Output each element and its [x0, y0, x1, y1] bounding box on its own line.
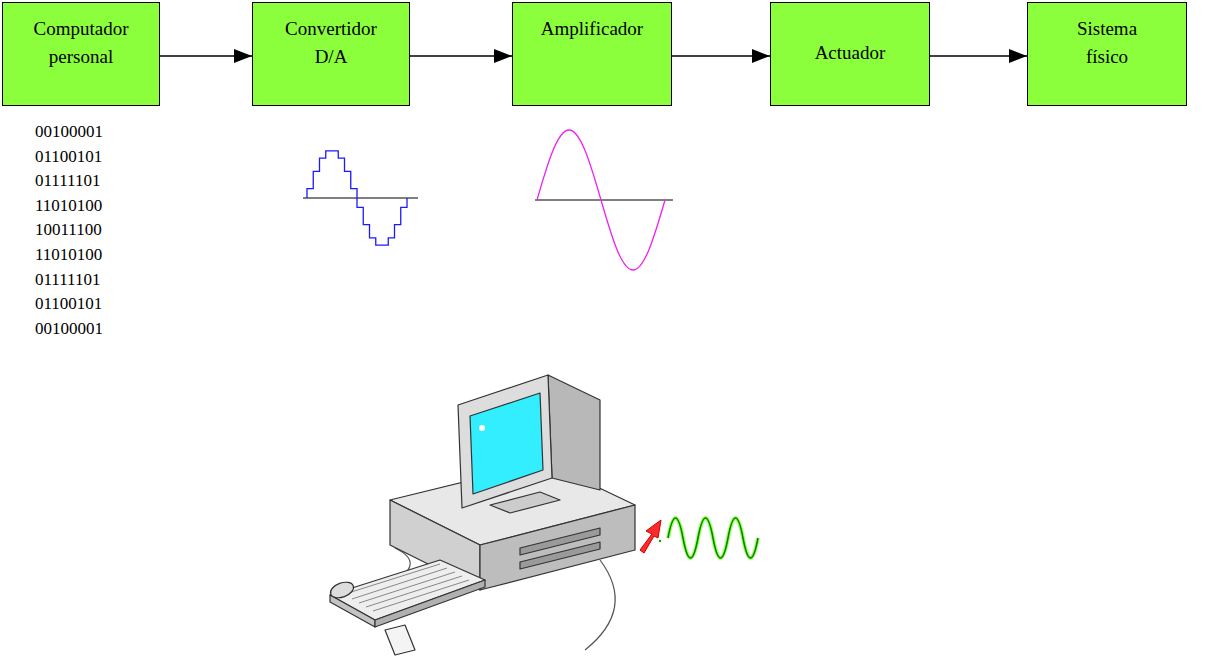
binary-word: 11010100 [35, 196, 102, 216]
wave-dot [659, 540, 661, 542]
stepped-wave [307, 151, 407, 245]
box-label: Computador personal [21, 15, 141, 70]
output-arrow [640, 520, 661, 553]
binary-word: 01111101 [35, 171, 100, 191]
axis-line [303, 198, 418, 199]
keyboard-cable [585, 560, 615, 650]
keyboard-edge [375, 580, 485, 627]
process-box: Sistema físico [1027, 2, 1187, 106]
sine-wave [537, 130, 665, 270]
monitor-body [548, 375, 600, 490]
flow-arrow [930, 55, 1027, 56]
binary-word: 01111101 [35, 270, 100, 290]
screen-glint [479, 425, 485, 431]
case-front [480, 505, 635, 590]
mouse [328, 579, 355, 600]
monitor-screen [470, 393, 543, 494]
binary-word: 01100101 [35, 147, 102, 167]
computer-illustration [328, 375, 635, 655]
process-box: Actuador [770, 2, 930, 106]
box-label: Amplificador [541, 15, 643, 43]
process-box: Convertidor D/A [252, 2, 410, 106]
binary-word: 00100001 [35, 122, 103, 142]
monitor-bezel [458, 375, 552, 508]
binary-word: 10011100 [35, 220, 102, 240]
process-box: Computador personal [2, 2, 160, 106]
output-wave-glow [668, 518, 758, 558]
floppy-disk [385, 625, 415, 655]
output-wave [668, 518, 758, 558]
binary-word: 11010100 [35, 245, 102, 265]
binary-word: 01100101 [35, 294, 102, 314]
binary-word: 00100001 [35, 319, 103, 339]
axis-line [535, 200, 673, 201]
keyboard-keys [345, 564, 469, 611]
process-box: Amplificador [512, 2, 672, 106]
flow-arrow [672, 55, 770, 56]
flow-arrow [410, 55, 512, 56]
box-label: Convertidor D/A [276, 15, 386, 70]
box-label: Actuador [815, 39, 886, 67]
drive-slot [520, 542, 600, 569]
flow-arrow [160, 55, 252, 56]
box-label: Sistema físico [1057, 15, 1157, 70]
